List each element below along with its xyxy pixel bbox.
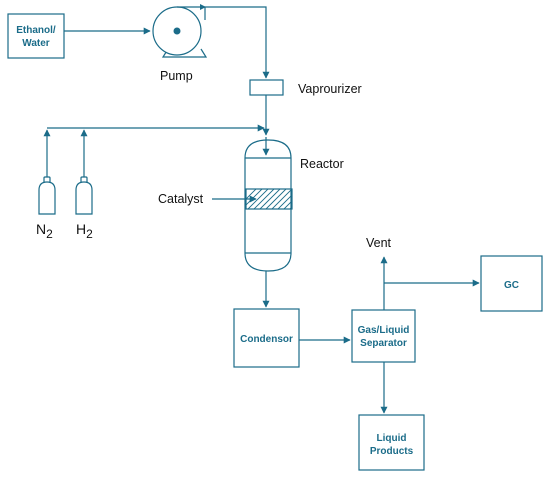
condensor-box: Condensor xyxy=(233,308,300,368)
liquid-products-box: Liquid Products xyxy=(358,414,425,471)
gc-box: GC xyxy=(480,255,543,312)
arrowhead-icon xyxy=(200,4,206,10)
ethanol-water-box: Ethanol/ Water xyxy=(7,13,65,59)
reactor-vessel xyxy=(244,139,292,272)
ethanol-water-label-line1: Ethanol/ xyxy=(16,25,56,36)
vaporizer-box xyxy=(249,79,284,96)
reactor-label: Reactor xyxy=(300,157,344,171)
separator-label-line1: Gas/Liquid xyxy=(358,325,410,336)
n2-label: N2 xyxy=(36,221,53,241)
condensor-label: Condensor xyxy=(240,334,293,345)
gas-liquid-separator-box: Gas/Liquid Separator xyxy=(351,309,416,363)
vent-label: Vent xyxy=(366,236,392,250)
pump-label: Pump xyxy=(160,69,193,83)
gas-cylinder-icon xyxy=(38,176,56,215)
gc-label: GC xyxy=(504,280,519,291)
gas-cylinder-icon xyxy=(75,176,93,215)
vaporizer-label: Vaprourizer xyxy=(298,82,362,96)
h2-label: H2 xyxy=(76,221,93,241)
separator-label-line2: Separator xyxy=(360,338,407,349)
pump-icon xyxy=(152,6,208,58)
pump-to-vaporizer-line xyxy=(205,6,270,79)
liquid-products-label-line1: Liquid xyxy=(377,433,407,444)
catalyst-label: Catalyst xyxy=(158,192,204,206)
ethanol-water-label-line2: Water xyxy=(22,38,50,49)
liquid-products-label-line2: Products xyxy=(370,446,414,457)
